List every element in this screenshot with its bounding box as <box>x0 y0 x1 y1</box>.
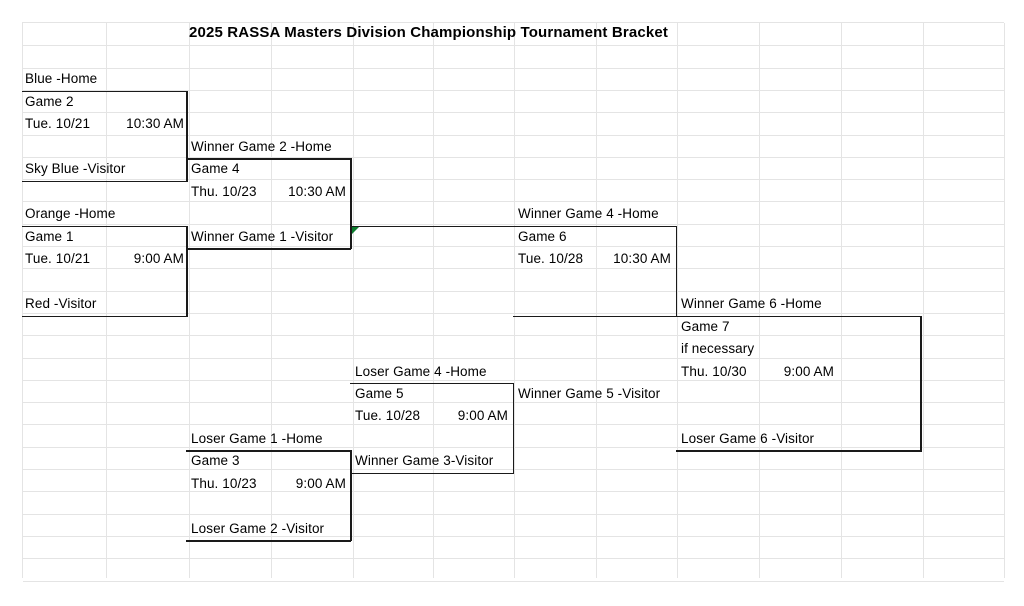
game2-label: Game 2 <box>25 93 74 109</box>
grid-row-line-9 <box>23 224 1004 225</box>
game1-label: Game 1 <box>25 228 74 244</box>
bracket-line-g6-right <box>675 225 678 317</box>
bracket-line-g4-bottom <box>186 248 352 250</box>
game5-time: 9:00 AM <box>457 408 508 423</box>
bracket-line-g3-bottom <box>186 540 352 542</box>
game5-label: Game 5 <box>355 385 404 401</box>
grid-column-line-6 <box>596 23 597 578</box>
bracket-line-g6-bottom <box>513 315 677 318</box>
game5-date: Tue. 10/28 <box>355 408 421 423</box>
grid-row-line-14 <box>23 335 1004 336</box>
game7-date: Thu. 10/30 <box>681 363 747 379</box>
grid-column-line-3 <box>353 23 354 578</box>
game3-date: Thu. 10/23 <box>191 475 257 491</box>
grid-row-line-8 <box>23 201 1004 202</box>
bracket-line-g3-top <box>186 450 352 452</box>
bracket-line-g5-bottom <box>350 472 514 475</box>
bracket-line-g2-top <box>22 90 188 93</box>
game4-time: 10:30 AM <box>288 183 346 199</box>
grid-row-line-16 <box>23 380 1004 381</box>
bracket-line-g1-right <box>186 225 188 317</box>
bracket-line-g6-top <box>350 225 677 228</box>
grid-column-line-7 <box>677 23 678 578</box>
team-orange-home: Orange -Home <box>25 206 116 221</box>
grid-row-line-7 <box>23 179 1004 180</box>
bracket-line-g5-top <box>350 382 514 385</box>
game4-label: Game 4 <box>191 161 240 176</box>
bracket-line-g2-bottom <box>22 180 188 183</box>
game6-visitor-slot: Winner Game 5 -Visitor <box>518 385 661 401</box>
grid-column-line-8 <box>759 23 760 578</box>
grid-row-line-23 <box>23 536 1004 537</box>
game2-date: Tue. 10/21 <box>25 116 91 131</box>
game3-time: 9:00 AM <box>295 475 346 491</box>
cell-note-flag-icon <box>352 226 359 234</box>
grid-row-line-5 <box>23 135 1004 136</box>
bracket-line-g5-right <box>512 382 515 474</box>
bracket-line-g4-top <box>186 158 352 160</box>
grid-column-line-1 <box>189 23 190 578</box>
page-title: 2025 RASSA Masters Division Championship… <box>189 24 668 41</box>
grid-row-line-25 <box>23 581 1004 582</box>
grid-row-line-2 <box>23 68 1004 69</box>
game7-label: Game 7 <box>681 318 730 334</box>
grid-row-line-13 <box>23 313 1004 314</box>
grid-column-line-11 <box>1004 23 1005 578</box>
game4-visitor-slot: Winner Game 1 -Visitor <box>191 228 334 244</box>
grid-column-line-9 <box>841 23 842 578</box>
grid-row-line-22 <box>23 514 1004 515</box>
grid-row-line-3 <box>23 90 1004 91</box>
team-blue-home: Blue -Home <box>25 71 98 86</box>
game2-time: 10:30 AM <box>126 116 184 131</box>
grid-column-line-2 <box>271 23 272 578</box>
grid-column-line-5 <box>514 23 515 578</box>
grid-row-line-12 <box>23 291 1004 292</box>
game6-time: 10:30 AM <box>613 251 671 266</box>
grid-row-line-10 <box>23 246 1004 247</box>
game7-home-slot: Winner Game 6 -Home <box>681 296 822 311</box>
grid-row-line-6 <box>23 157 1004 158</box>
game3-home-slot: Loser Game 1 -Home <box>191 430 323 446</box>
game3-visitor-slot: Loser Game 2 -Visitor <box>191 520 325 536</box>
grid-row-line-1 <box>23 45 1004 46</box>
grid-row-line-11 <box>23 268 1004 269</box>
game6-home-slot: Winner Game 4 -Home <box>518 206 659 221</box>
bracket-line-g1-top <box>22 225 188 228</box>
game7-visitor-slot: Loser Game 6 -Visitor <box>681 430 815 446</box>
game7-note: if necessary <box>681 341 755 356</box>
game1-time: 9:00 AM <box>133 251 184 266</box>
game6-label: Game 6 <box>518 228 567 244</box>
bracket-line-g4-right <box>350 158 352 249</box>
grid-column-line-10 <box>923 23 924 578</box>
grid-column-line-0 <box>106 23 107 578</box>
bracket-line-g7-right <box>920 315 922 452</box>
bracket-line-g2-right <box>186 90 188 182</box>
bracket-line-g1-bottom <box>22 315 188 318</box>
team-sky-blue-visitor: Sky Blue -Visitor <box>25 161 126 176</box>
game7-time: 9:00 AM <box>783 363 834 379</box>
team-red-visitor: Red -Visitor <box>25 296 97 311</box>
bracket-line-g7-top <box>675 315 922 318</box>
grid-row-line-21 <box>23 491 1004 492</box>
game6-date: Tue. 10/28 <box>518 251 584 266</box>
bracket-line-g3-right <box>350 450 352 541</box>
game4-home-slot: Winner Game 2 -Home <box>191 138 332 154</box>
game5-home-slot: Loser Game 4 -Home <box>355 363 487 379</box>
grid-row-line-4 <box>23 112 1004 113</box>
grid-column-line-4 <box>433 23 434 578</box>
game1-date: Tue. 10/21 <box>25 251 91 266</box>
grid-row-line-24 <box>23 558 1004 559</box>
grid-row-line-15 <box>23 358 1004 359</box>
bracket-line-g7-bottom <box>675 450 922 452</box>
game3-label: Game 3 <box>191 453 240 468</box>
game5-visitor-slot: Winner Game 3-Visitor <box>355 453 494 468</box>
game4-date: Thu. 10/23 <box>191 183 257 199</box>
